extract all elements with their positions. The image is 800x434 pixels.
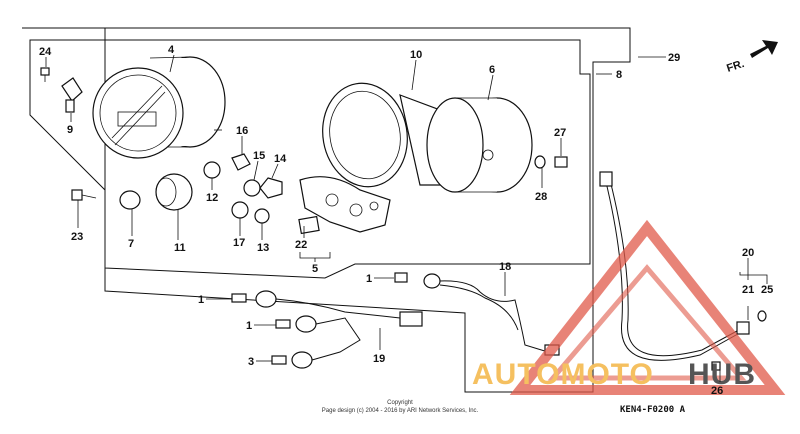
bulb-socket-12 bbox=[203, 161, 221, 179]
callout-10: 10 bbox=[410, 49, 422, 61]
callout-1-middle: 1 bbox=[198, 294, 204, 306]
callout-3: 3 bbox=[248, 356, 254, 368]
callout-27: 27 bbox=[554, 127, 566, 139]
diagram-code: KEN4-F0200 A bbox=[620, 405, 686, 415]
nut-15 bbox=[243, 179, 261, 197]
callout-numbers: 24 4 10 6 29 8 9 16 15 14 27 12 28 23 7 … bbox=[39, 44, 773, 397]
callout-17: 17 bbox=[233, 237, 245, 249]
nut-27 bbox=[554, 156, 568, 168]
watermark-text-hub: HUB bbox=[688, 358, 756, 391]
watermark-logo: AUTOMOTO HUB bbox=[472, 219, 786, 395]
callout-21: 21 bbox=[742, 284, 754, 296]
bolt-23 bbox=[71, 189, 97, 201]
callout-25: 25 bbox=[761, 284, 773, 296]
front-direction-indicator: FR. bbox=[725, 40, 778, 75]
callout-7: 7 bbox=[128, 238, 134, 250]
callout-14: 14 bbox=[274, 153, 287, 165]
assembly-outline-8 bbox=[29, 39, 591, 279]
callout-20: 20 bbox=[742, 247, 754, 259]
speedometer-cable-20 bbox=[599, 171, 750, 361]
meter-cover-6 bbox=[426, 97, 533, 193]
callout-12: 12 bbox=[206, 192, 218, 204]
callout-6: 6 bbox=[489, 64, 495, 76]
callout-9: 9 bbox=[67, 124, 73, 136]
watermark-text-automoto: AUTOMOTO bbox=[472, 358, 654, 391]
washer-13 bbox=[254, 208, 270, 224]
meter-housing-4 bbox=[92, 56, 226, 159]
front-direction-label: FR. bbox=[725, 58, 746, 75]
callout-11: 11 bbox=[174, 242, 186, 254]
callout-4: 4 bbox=[168, 44, 175, 56]
reset-knob-9 bbox=[61, 77, 83, 113]
callout-19: 19 bbox=[373, 353, 385, 365]
wire-harness-19 bbox=[231, 290, 423, 369]
grommet-16 bbox=[231, 153, 251, 171]
callout-23: 23 bbox=[71, 231, 83, 243]
copyright-line-2: Page design (c) 2004 - 2016 by ARI Netwo… bbox=[322, 408, 479, 414]
bulb-17 bbox=[231, 201, 249, 219]
callout-29: 29 bbox=[668, 52, 680, 64]
wire-harness-18 bbox=[394, 272, 560, 356]
callout-15: 15 bbox=[253, 150, 265, 162]
callout-18: 18 bbox=[499, 261, 511, 273]
callout-13: 13 bbox=[257, 242, 269, 254]
washer-25 bbox=[757, 310, 767, 322]
callout-24: 24 bbox=[39, 46, 52, 58]
callout-16: 16 bbox=[236, 125, 248, 137]
screw-24 bbox=[40, 67, 50, 82]
screw-26 bbox=[711, 361, 721, 371]
leader-lines bbox=[45, 54, 768, 382]
callout-1-upper: 1 bbox=[366, 273, 372, 285]
washer-14 bbox=[259, 177, 283, 199]
callout-1-lower: 1 bbox=[246, 320, 252, 332]
callout-22: 22 bbox=[295, 239, 307, 251]
cap-7 bbox=[119, 190, 141, 210]
rubber-cushion-11 bbox=[155, 173, 193, 211]
washer-28 bbox=[534, 155, 546, 169]
callout-28: 28 bbox=[535, 191, 547, 203]
clip-22 bbox=[298, 215, 320, 235]
callout-8: 8 bbox=[616, 69, 622, 81]
callout-26: 26 bbox=[711, 385, 723, 397]
callout-5: 5 bbox=[312, 263, 318, 275]
copyright-line-1: Copyright bbox=[387, 400, 413, 406]
